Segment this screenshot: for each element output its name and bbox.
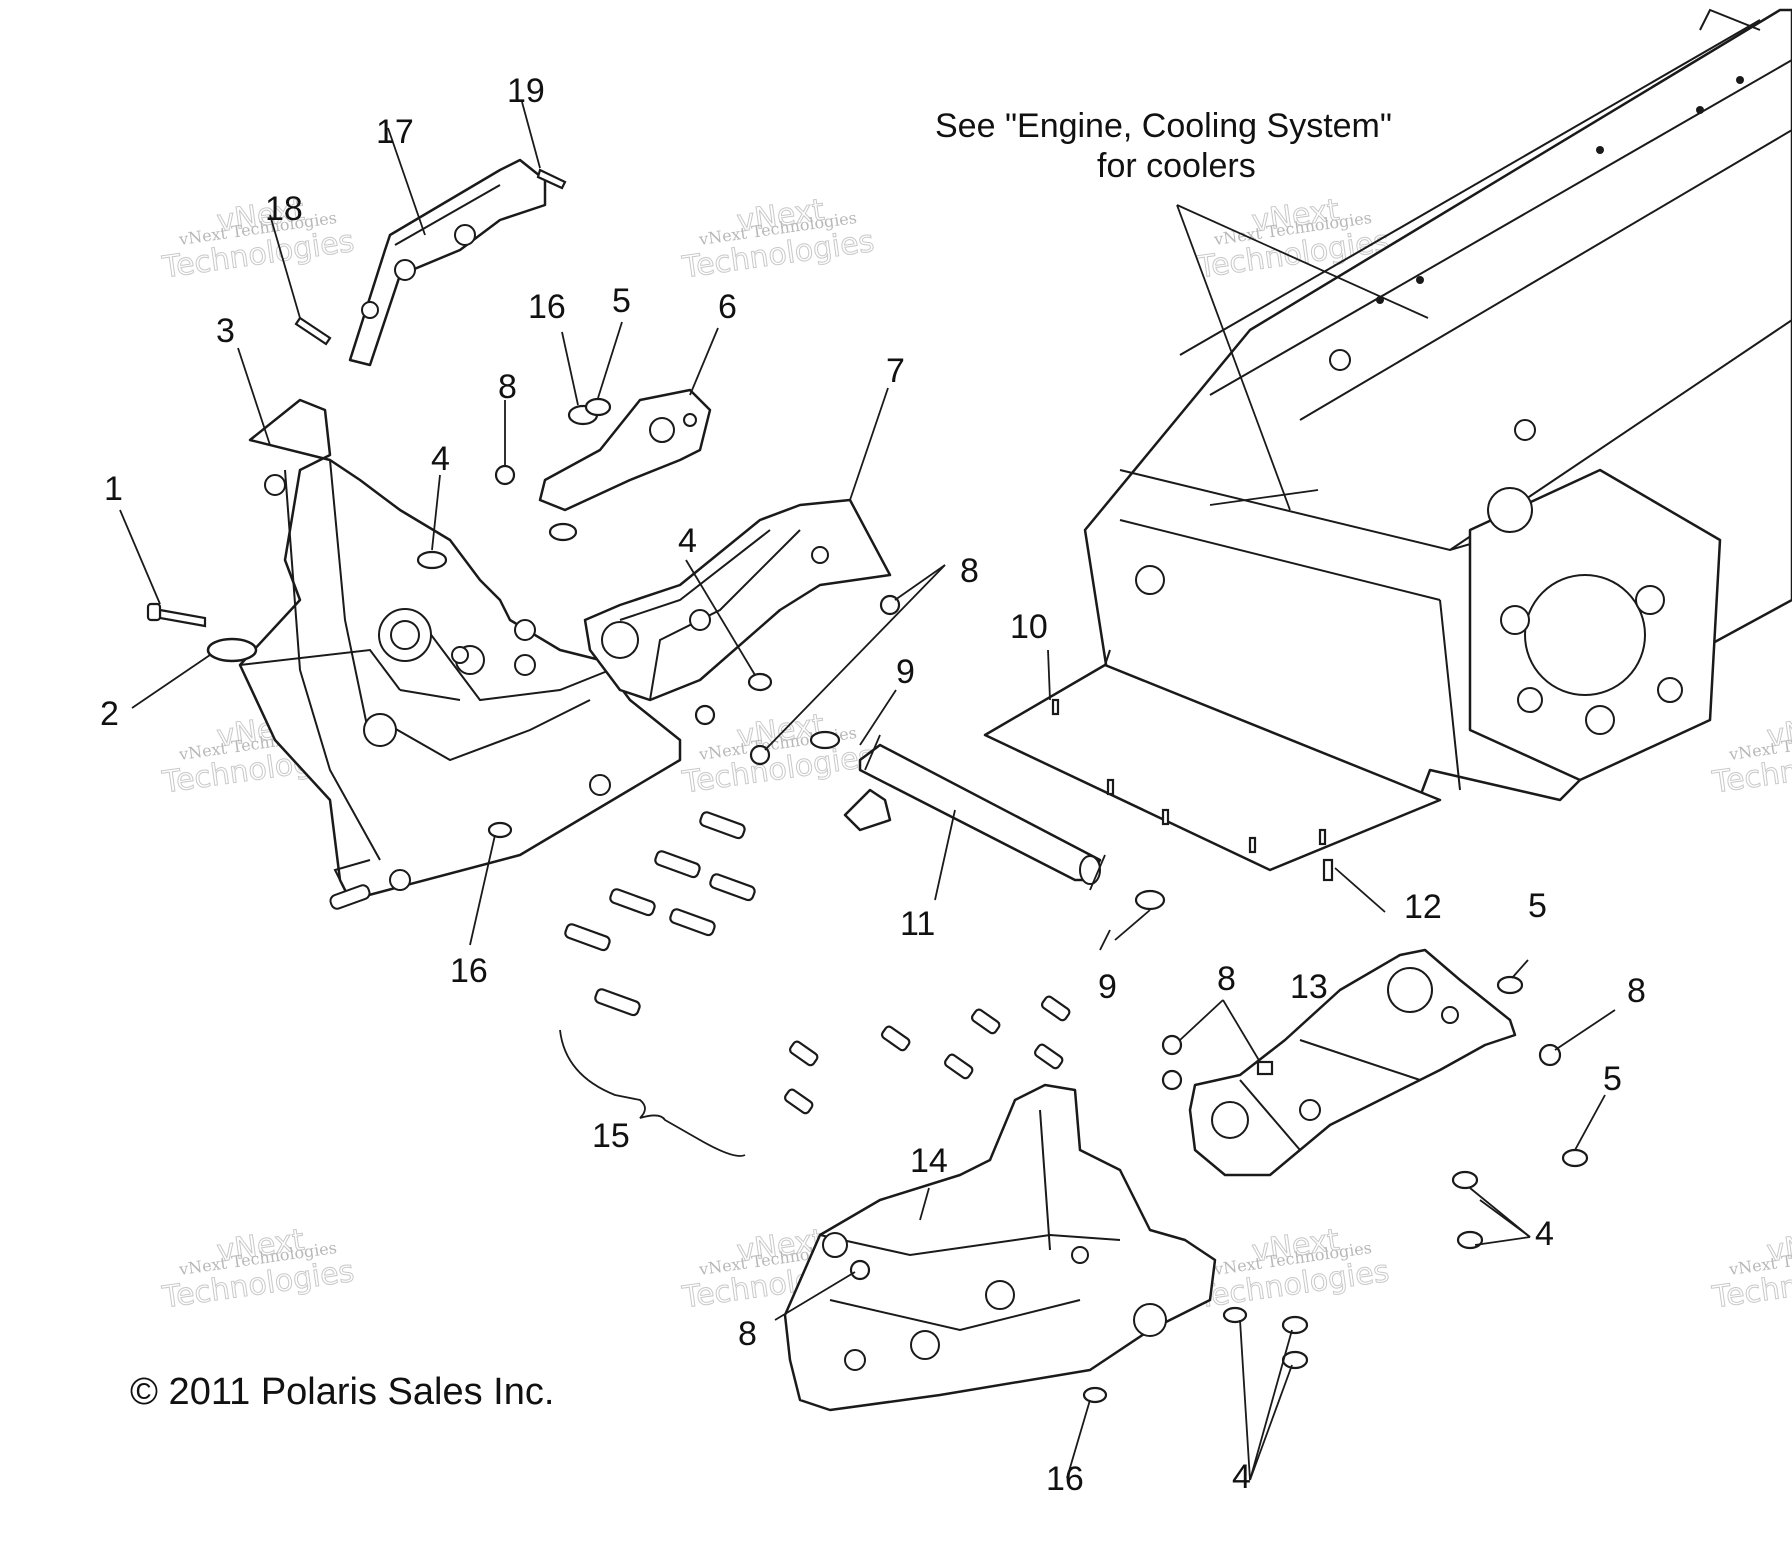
callout-13: 13 <box>1290 968 1328 1006</box>
callout-9: 9 <box>896 653 915 691</box>
plate-pins <box>1051 698 1327 854</box>
callout-labels: 1 2 3 4 4 4 4 5 5 5 6 7 8 8 8 8 8 9 9 10… <box>100 72 1646 1498</box>
watermark: vNext vNext Technologies Technologies <box>1194 192 1392 286</box>
callout-4: 4 <box>1535 1215 1554 1253</box>
callout-16: 16 <box>450 952 488 990</box>
part-13-mount <box>1188 948 1517 1177</box>
watermark: vNext vNext Technologies Technologies <box>679 192 877 286</box>
callout-16: 16 <box>1046 1460 1084 1498</box>
callout-18: 18 <box>265 190 303 228</box>
callout-15: 15 <box>592 1117 630 1155</box>
part-14-bulkhead <box>783 1083 1217 1412</box>
callout-5: 5 <box>1528 887 1547 925</box>
callout-8: 8 <box>498 368 517 406</box>
callout-2: 2 <box>100 695 119 733</box>
callout-9: 9 <box>1098 968 1117 1006</box>
callout-17: 17 <box>376 113 414 151</box>
callout-4: 4 <box>1232 1458 1251 1496</box>
footrest-plate <box>983 649 1442 872</box>
watermark: vNext vNext Technologies Technologies <box>159 1222 357 1316</box>
callout-4: 4 <box>678 522 697 560</box>
watermark: vNext vNext Technologies Technologies <box>159 192 357 286</box>
callout-1: 1 <box>104 470 123 508</box>
callout-7: 7 <box>886 352 905 390</box>
callout-16: 16 <box>528 288 566 326</box>
leader-lines <box>119 101 1616 1481</box>
watermark: vNext vNext Technologies Technologies <box>1709 1222 1792 1316</box>
callout-3: 3 <box>216 312 235 350</box>
callout-8: 8 <box>1627 972 1646 1010</box>
note-line-2: for coolers <box>1097 147 1256 185</box>
copyright: © 2011 Polaris Sales Inc. <box>130 1371 554 1413</box>
callout-5: 5 <box>612 282 631 320</box>
callout-5: 5 <box>1603 1060 1622 1098</box>
callout-12: 12 <box>1404 888 1442 926</box>
watermark: vNext vNext Technologies Technologies <box>1194 1222 1392 1316</box>
callout-6: 6 <box>718 288 737 326</box>
callout-11: 11 <box>900 905 935 943</box>
callout-10: 10 <box>1010 608 1048 646</box>
part-6-plate <box>538 388 712 512</box>
part-17-bracket <box>348 158 547 367</box>
part-7-mount <box>583 498 892 702</box>
callout-8: 8 <box>960 552 979 590</box>
callout-8: 8 <box>1217 960 1236 998</box>
chassis-tunnel <box>1083 8 1792 822</box>
callout-19: 19 <box>507 72 545 110</box>
note-line-1: See "Engine, Cooling System" <box>935 107 1392 145</box>
callout-8: 8 <box>738 1315 757 1353</box>
part-11-tube <box>843 743 1102 885</box>
callout-14: 14 <box>910 1142 948 1180</box>
callout-4: 4 <box>431 440 450 478</box>
watermark: vNext vNext Technologies Technologies <box>1709 707 1792 801</box>
left-bulkhead <box>238 398 682 910</box>
